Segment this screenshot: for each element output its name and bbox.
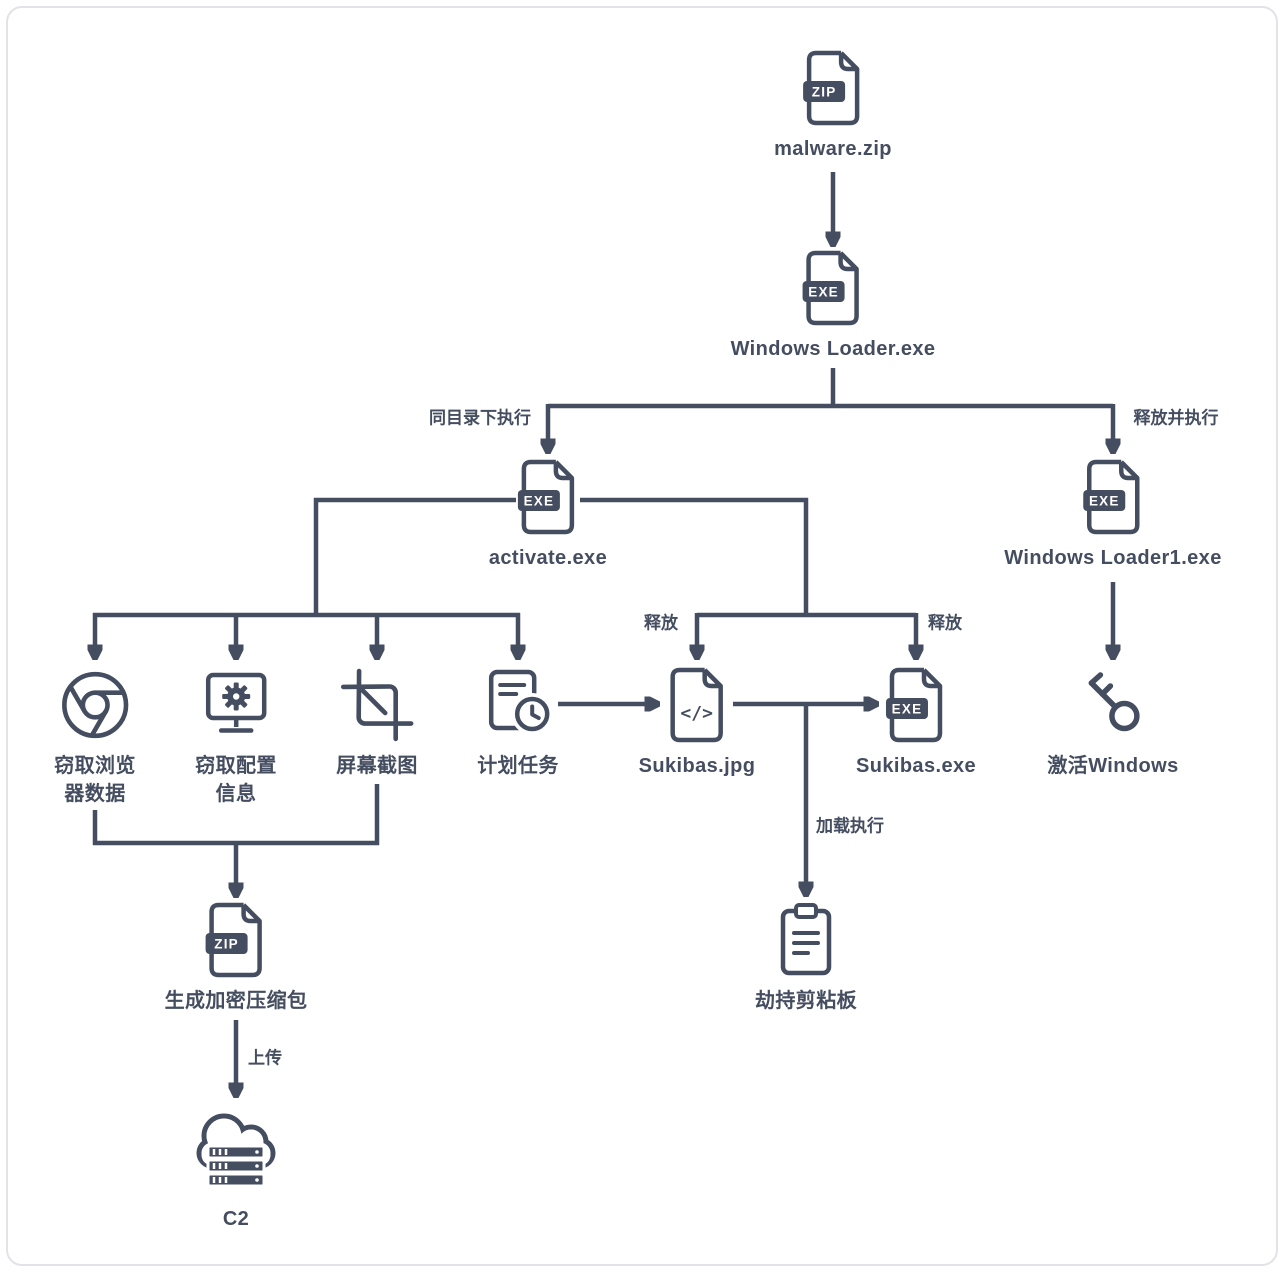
node-label: 窃取配置 信息 bbox=[195, 755, 277, 805]
node-label: 窃取浏览 器数据 bbox=[54, 755, 136, 805]
node-label: 劫持剪粘板 bbox=[755, 990, 857, 1012]
node-scheduled-task: 计划任务 bbox=[477, 667, 559, 780]
node-label: 激活Windows bbox=[1047, 755, 1179, 777]
exe-file-icon: EXE bbox=[884, 667, 948, 743]
crop-icon bbox=[340, 667, 414, 743]
node-label: 屏幕截图 bbox=[336, 755, 418, 777]
node-label: malware.zip bbox=[774, 138, 892, 160]
exe-file-icon: EXE bbox=[801, 250, 865, 326]
edge-label-load-exec: 加载执行 bbox=[813, 811, 887, 837]
svg-text:ZIP: ZIP bbox=[812, 85, 837, 100]
svg-text:EXE: EXE bbox=[892, 702, 923, 717]
key-icon bbox=[1076, 667, 1150, 743]
node-label: activate.exe bbox=[488, 547, 608, 569]
svg-text:ZIP: ZIP bbox=[215, 937, 240, 952]
svg-text:EXE: EXE bbox=[1089, 494, 1120, 509]
node-clipboard-hijack: 劫持剪粘板 bbox=[755, 902, 857, 1015]
node-windows-loader: EXE Windows Loader.exe bbox=[731, 250, 936, 363]
node-c2: C2 bbox=[186, 1104, 286, 1233]
node-malware-zip: ZIP malware.zip bbox=[774, 50, 892, 163]
exe-file-icon: EXE bbox=[516, 459, 580, 535]
node-label: Windows Loader1.exe bbox=[1004, 547, 1222, 569]
edge-label-upload: 上传 bbox=[245, 1043, 285, 1069]
node-label: C2 bbox=[222, 1208, 250, 1230]
edge-label-drop-and-exec: 释放并执行 bbox=[1130, 403, 1222, 429]
node-label: Sukibas.exe bbox=[855, 755, 977, 777]
node-steal-browser: 窃取浏览 器数据 bbox=[54, 667, 136, 808]
zip-file-icon: ZIP bbox=[801, 50, 865, 126]
node-sukibas-jpg: </> Sukibas.jpg bbox=[639, 667, 756, 780]
node-label: 生成加密压缩包 bbox=[164, 990, 308, 1012]
node-label: Sukibas.jpg bbox=[638, 755, 756, 777]
node-make-archive: ZIP 生成加密压缩包 bbox=[165, 902, 308, 1015]
node-screenshot: 屏幕截图 bbox=[336, 667, 418, 780]
card-frame bbox=[6, 6, 1278, 1266]
code-file-icon: </> bbox=[665, 667, 729, 743]
document-clock-icon bbox=[480, 667, 556, 743]
edge-label-drop-exe: 释放 bbox=[925, 608, 965, 634]
clipboard-icon bbox=[774, 902, 838, 978]
zip-file-icon: ZIP bbox=[204, 902, 268, 978]
node-steal-config: 窃取配置 信息 bbox=[195, 667, 277, 808]
wire-activate-right bbox=[580, 497, 809, 617]
monitor-gear-icon bbox=[198, 667, 274, 743]
edge-label-drop-jpg: 释放 bbox=[641, 608, 681, 634]
node-label: Windows Loader.exe bbox=[730, 338, 936, 360]
cloud-server-icon bbox=[186, 1104, 286, 1196]
node-activate-windows: 激活Windows bbox=[1047, 667, 1178, 780]
chrome-icon bbox=[58, 667, 132, 743]
exe-file-icon: EXE bbox=[1081, 459, 1145, 535]
node-sukibas-exe: EXE Sukibas.exe bbox=[856, 667, 976, 780]
svg-text:EXE: EXE bbox=[809, 285, 840, 300]
node-label: 计划任务 bbox=[477, 755, 559, 777]
node-activate: EXE activate.exe bbox=[489, 459, 607, 572]
wire-activate-left bbox=[313, 497, 516, 617]
svg-text:</>: </> bbox=[681, 703, 714, 724]
node-windows-loader1: EXE Windows Loader1.exe bbox=[1004, 459, 1221, 572]
svg-text:EXE: EXE bbox=[524, 494, 555, 509]
edge-label-exec-same-dir: 同目录下执行 bbox=[426, 403, 534, 429]
